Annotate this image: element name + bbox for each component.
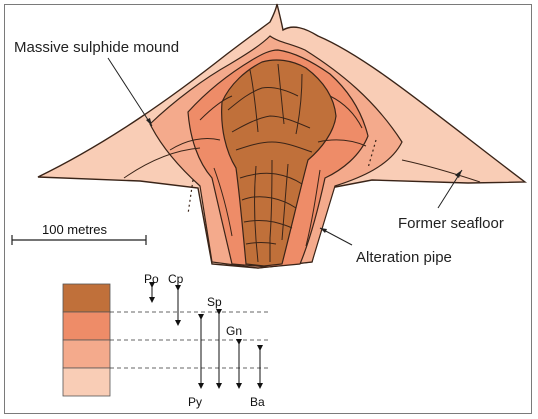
vein-network [123, 63, 481, 263]
mound-label: Massive sulphide mound [14, 39, 179, 56]
mineral-py: Py [188, 395, 202, 409]
legend-boundary-lines [110, 311, 268, 369]
legend-swatch-zone3 [62, 339, 111, 369]
pipe-leader-arrowhead [320, 228, 327, 233]
legend-swatch-zone1 [62, 283, 111, 313]
scale-label: 100 metres [42, 222, 108, 237]
pipe-label: Alteration pipe [356, 249, 452, 266]
scale-bar [11, 235, 147, 245]
core-zone [221, 59, 337, 267]
mineral-sp: Sp [207, 295, 222, 309]
mineral-ba: Ba [250, 395, 265, 409]
seafloor-leader-arrowhead [455, 170, 462, 178]
mineral-cp: Cp [168, 272, 184, 286]
seafloor-label: Former seafloor [398, 215, 504, 232]
legend-swatch-zone4 [62, 367, 111, 397]
mineral-range-arrows [149, 282, 263, 389]
legend-swatch-zone2 [62, 311, 111, 341]
mound-leader-line [107, 57, 153, 127]
seafloor-dotted-left [187, 179, 194, 215]
mineral-gn: Gn [226, 324, 242, 338]
mound-leader-arrowhead [146, 118, 152, 126]
mineral-po: Po [144, 272, 159, 286]
